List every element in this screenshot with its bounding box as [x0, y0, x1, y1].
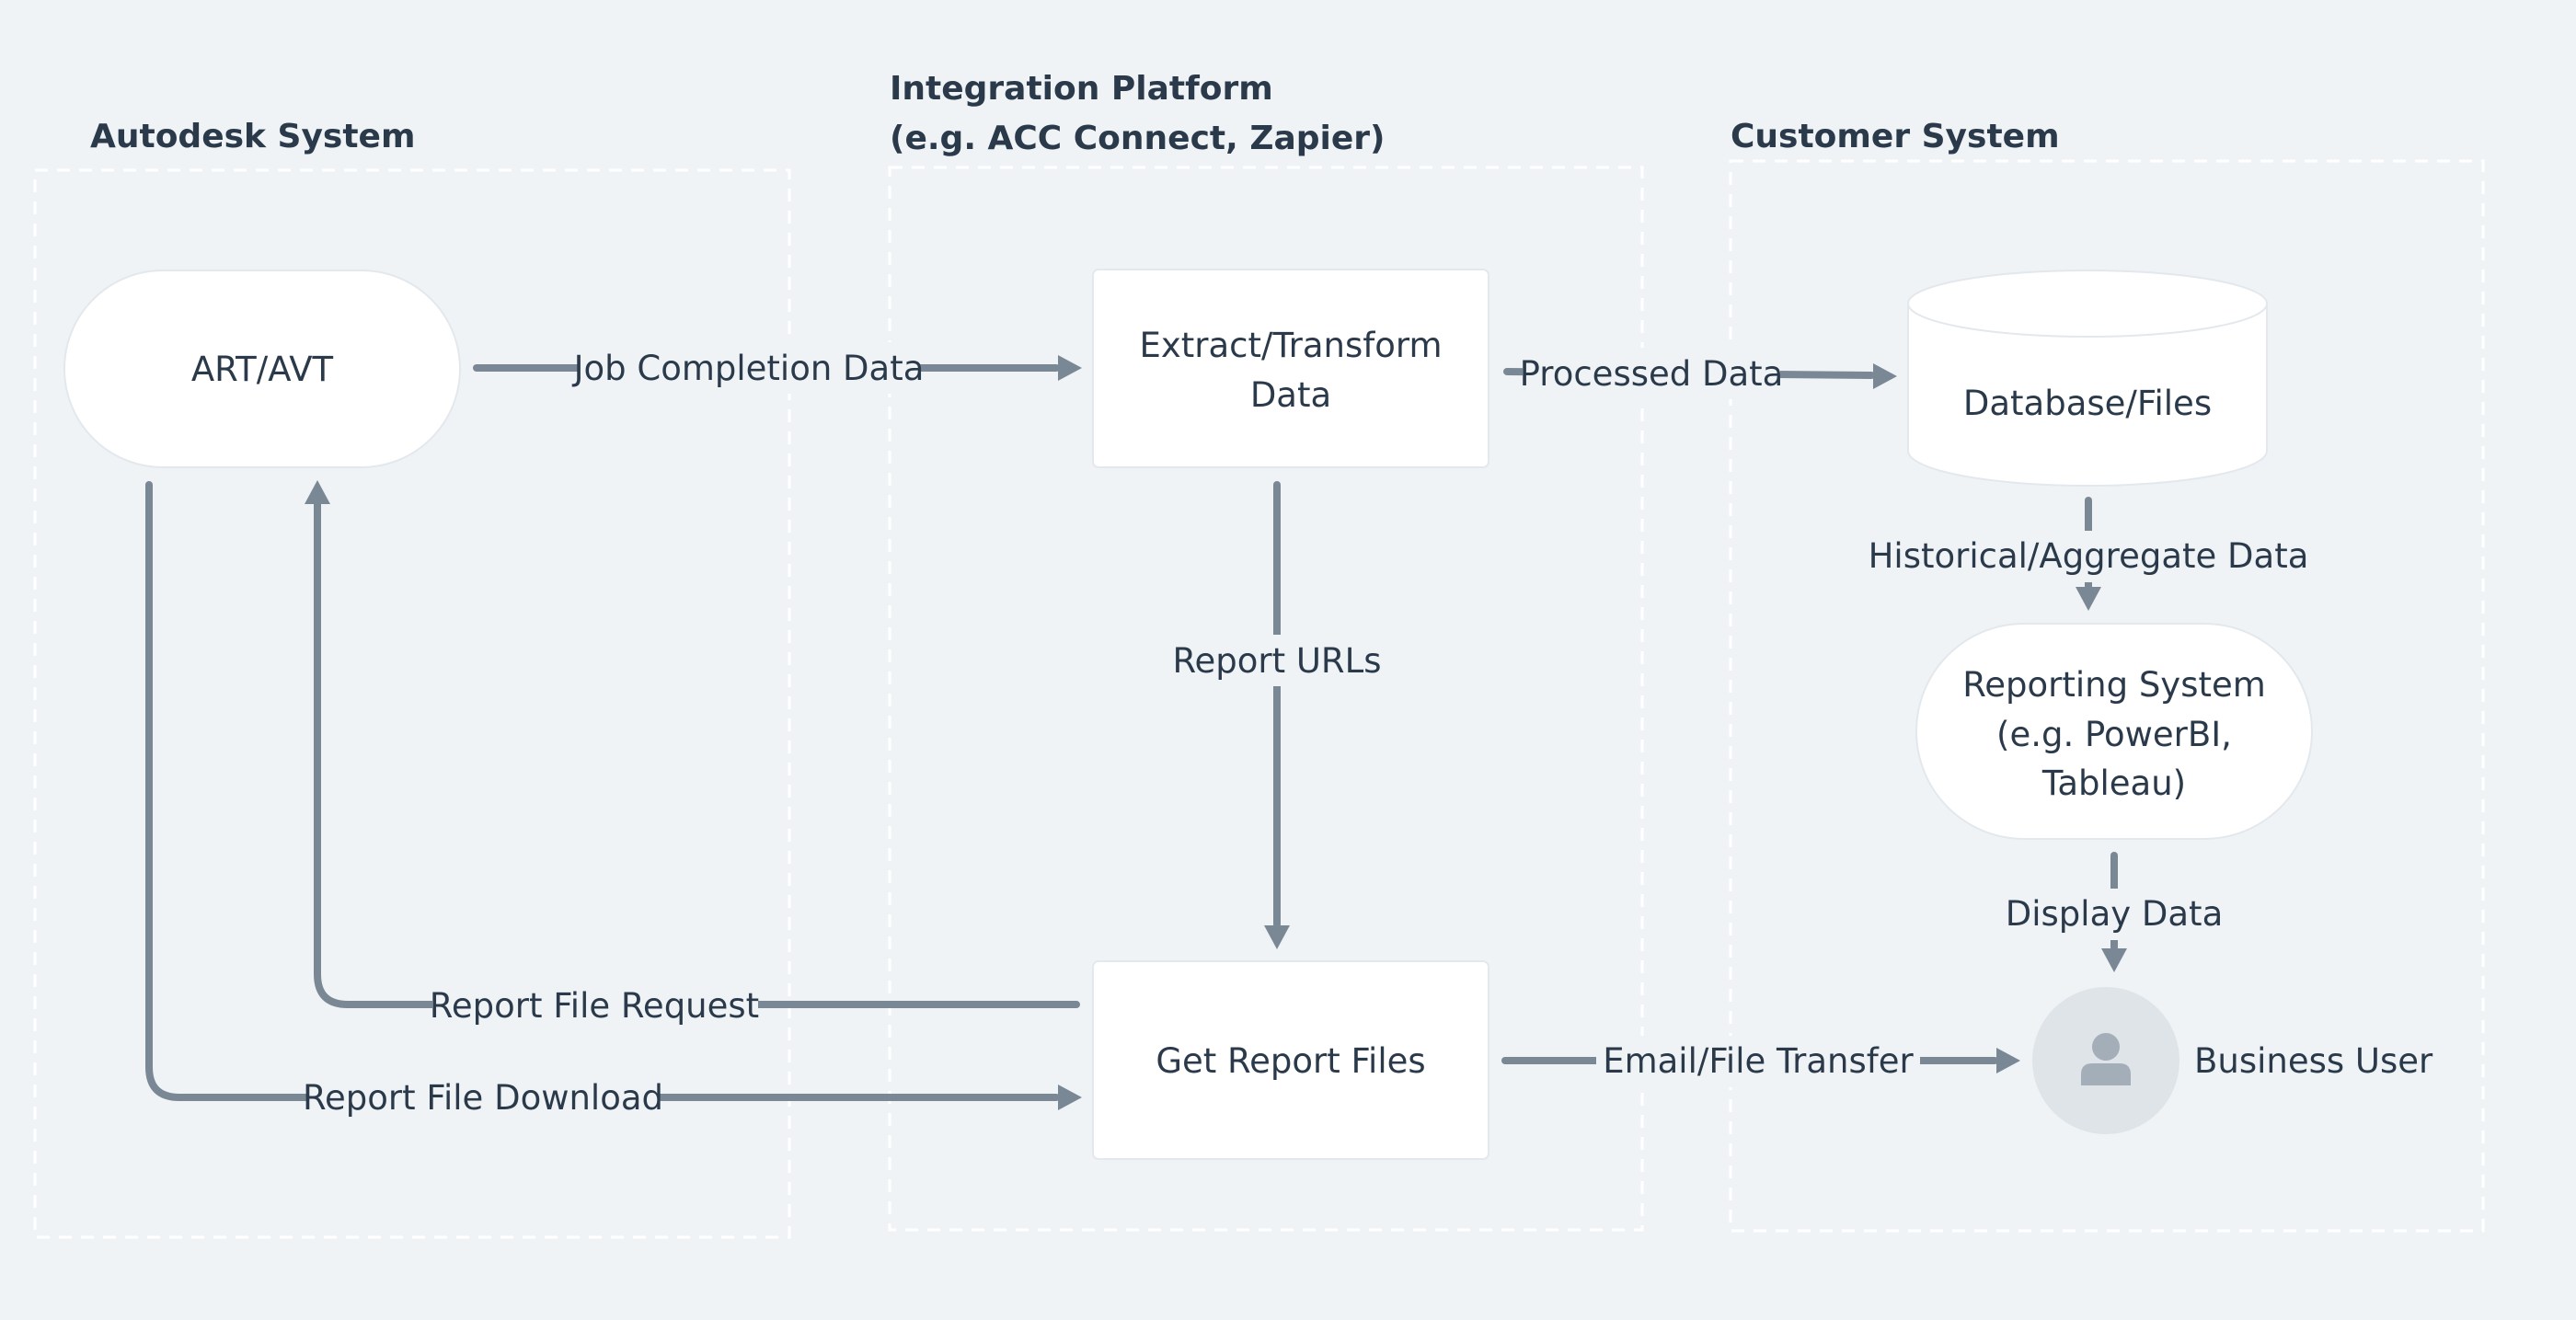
group-integration-title-line2: (e.g. ACC Connect, Zapier): [890, 120, 1385, 157]
node-database-files[interactable]: Database/Files: [1907, 270, 2268, 487]
group-autodesk-system: Autodesk System: [33, 118, 791, 1239]
group-customer-title: Customer System: [1731, 118, 2060, 155]
group-integration-box: [888, 166, 1644, 1232]
node-reporting-label-line1: Reporting System: [1962, 665, 2266, 705]
edge-label-display-data: Display Data: [2006, 894, 2224, 934]
group-customer-box: [1729, 159, 2485, 1233]
group-autodesk-box: [33, 168, 791, 1239]
edge-label-report-urls: Report URLs: [1172, 641, 1381, 681]
edge-label-job-completion: Job Completion Data: [572, 349, 925, 388]
node-extract-label-line1: Extract/Transform: [1139, 326, 1442, 365]
group-integration-platform: Integration Platform (e.g. ACC Connect, …: [888, 70, 1644, 1232]
edge-label-processed-data: Processed Data: [1520, 354, 1784, 394]
group-customer-system: Customer System: [1729, 118, 2485, 1233]
node-art-avt-label: ART/AVT: [191, 350, 334, 389]
user-icon: [2081, 1033, 2131, 1085]
node-reporting-system[interactable]: Reporting System (e.g. PowerBI, Tableau): [1915, 623, 2313, 840]
node-art-avt[interactable]: ART/AVT: [63, 270, 461, 468]
group-integration-title-line1: Integration Platform: [890, 70, 1273, 108]
edge-display-data: Display Data: [2006, 852, 2224, 972]
node-extract-label-line2: Data: [1250, 375, 1331, 415]
edge-label-email-file-transfer: Email/File Transfer: [1603, 1041, 1914, 1081]
edge-historical-aggregate: Historical/Aggregate Data: [1869, 497, 2309, 611]
edge-report-urls: Report URLs: [1164, 481, 1390, 949]
edge-report-file-request: Report File Request: [305, 480, 1080, 1031]
node-business-user[interactable]: Business User: [2032, 987, 2433, 1134]
node-reporting-label-line3: Tableau): [2041, 763, 2186, 803]
edge-report-file-download: Report File Download: [145, 481, 1082, 1124]
edge-label-report-file-request: Report File Request: [430, 986, 759, 1026]
node-business-user-label: Business User: [2194, 1041, 2433, 1081]
edge-email-file-transfer: Email/File Transfer: [1501, 1036, 2020, 1087]
edge-label-historical-aggregate: Historical/Aggregate Data: [1869, 536, 2309, 576]
group-autodesk-title: Autodesk System: [90, 118, 415, 155]
edge-processed-data: Processed Data: [1503, 348, 1897, 399]
node-reporting-label-line2: (e.g. PowerBI,: [1996, 715, 2232, 754]
node-get-report-label: Get Report Files: [1156, 1041, 1425, 1081]
node-extract-transform[interactable]: Extract/Transform Data: [1092, 269, 1489, 468]
edge-label-report-file-download: Report File Download: [303, 1078, 663, 1118]
node-database-label: Database/Files: [1963, 384, 2212, 423]
node-get-report-files[interactable]: Get Report Files: [1092, 960, 1489, 1160]
edge-job-completion: Job Completion Data: [473, 342, 1082, 394]
